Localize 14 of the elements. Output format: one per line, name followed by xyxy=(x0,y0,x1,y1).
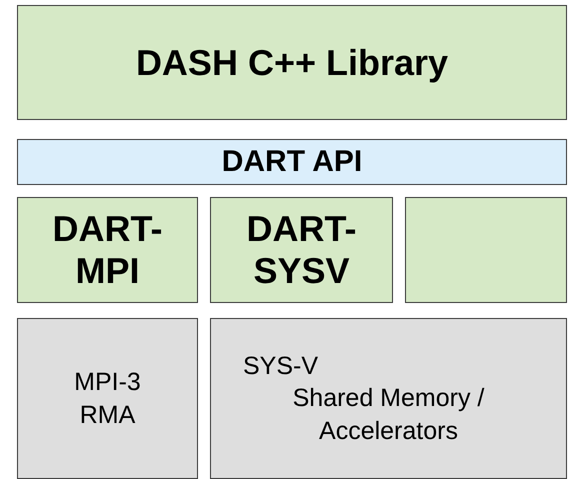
backend-box xyxy=(17,197,198,303)
backend-box xyxy=(405,197,567,303)
layer-label: DART-MPI xyxy=(52,208,164,292)
layer-label: DART API xyxy=(222,145,362,179)
heading-text: SYS-V xyxy=(243,350,318,382)
platform-box xyxy=(17,318,198,479)
backend-box xyxy=(210,197,393,303)
library-layer-box xyxy=(17,5,567,120)
layer-label: DASH C++ Library xyxy=(136,42,448,84)
layer-label: MPI-3 RMA xyxy=(73,367,142,430)
layer-label: DART-SYSV xyxy=(246,208,358,292)
api-layer-bar xyxy=(17,139,567,185)
layer-label: Shared Memory / Accelerators xyxy=(292,383,486,447)
platform-box xyxy=(210,318,567,479)
